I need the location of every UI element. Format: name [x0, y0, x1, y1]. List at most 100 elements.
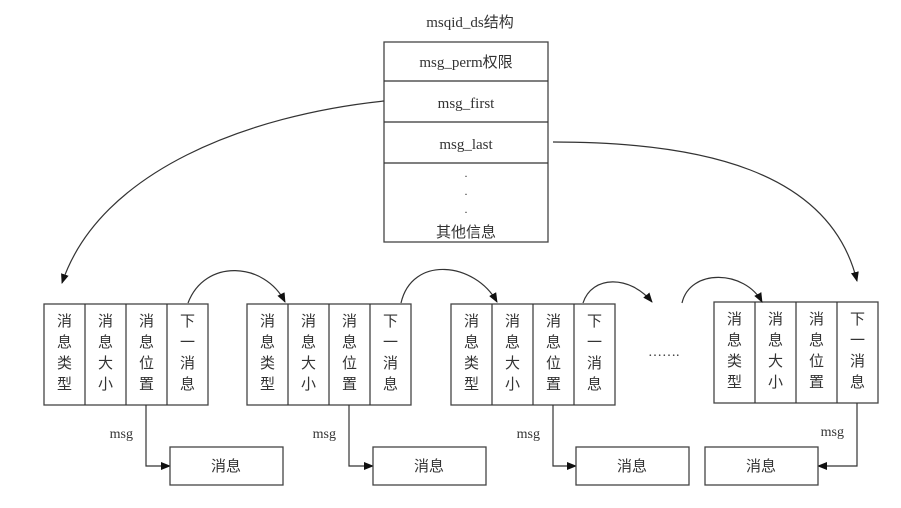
node-cell-char: 大	[301, 355, 316, 372]
field-msg-perm: msg_perm权限	[419, 54, 512, 71]
node-cell-char: 置	[546, 377, 561, 393]
node-cell-char: 息	[850, 374, 865, 391]
node-cell-char: 大	[98, 355, 113, 372]
ellipsis: …….	[648, 345, 680, 360]
node-cell-char: 小	[98, 376, 113, 393]
node-cell-char: 下	[383, 314, 398, 330]
node-cell-char: 息	[587, 376, 602, 393]
node-cell-char: 消	[260, 313, 275, 330]
next-arrow	[681, 276, 763, 304]
node-cell-char: 消	[505, 313, 520, 330]
next-arrow	[400, 268, 498, 304]
node-cell-char: 位	[342, 355, 357, 372]
msg-last-arrow	[552, 141, 859, 282]
msg-pointer-arrow	[552, 405, 577, 470]
node-cell-char: 型	[464, 376, 479, 393]
node-cell-char: 一	[383, 335, 398, 351]
node-cell-char: 消	[98, 313, 113, 330]
message-label: 消息	[414, 458, 444, 475]
node-cell-char: 下	[587, 314, 602, 330]
node-cell-char: 息	[727, 332, 742, 349]
node-cell-char: 大	[505, 355, 520, 372]
node-cell-char: 一	[180, 335, 195, 351]
node-cell-char: 类	[260, 355, 275, 372]
field-msg-first: msg_first	[438, 96, 496, 112]
dot: ·	[464, 187, 468, 201]
msg-label: msg	[110, 427, 133, 442]
message-box	[372, 446, 487, 486]
msg-label: msg	[517, 427, 540, 442]
dot: ·	[464, 169, 468, 183]
msg-label: msg	[821, 425, 844, 440]
node-cell-char: 消	[383, 355, 398, 372]
node-cell-char: 息	[57, 334, 72, 351]
node-cell-char: 息	[139, 334, 154, 351]
node-cell-char: 大	[768, 353, 783, 370]
node-cell-char: 息	[809, 332, 824, 349]
message-label: 消息	[211, 458, 241, 475]
message-box	[169, 446, 284, 486]
struct-box	[383, 41, 549, 243]
node-cell-char: 置	[342, 377, 357, 393]
node-cell-char: 置	[809, 375, 824, 391]
field-msg-last: msg_last	[439, 137, 493, 153]
node-cell-char: 型	[57, 376, 72, 393]
node-cell-char: 息	[260, 334, 275, 351]
msqid-ds-struct: msqid_ds结构 msg_perm权限 msg_first msg_last…	[383, 14, 549, 243]
node-cell-char: 消	[727, 311, 742, 328]
node-cell-char: 类	[57, 355, 72, 372]
struct-title: msqid_ds结构	[426, 14, 514, 31]
node-cell-char: 息	[464, 334, 479, 351]
node-cell-char: 位	[546, 355, 561, 372]
message-box	[575, 446, 690, 486]
node-cell-char: 消	[342, 313, 357, 330]
node-cell-char: 类	[727, 353, 742, 370]
node-cell-char: 下	[180, 314, 195, 330]
node-cell-char: 消	[546, 313, 561, 330]
dot: ·	[464, 205, 468, 219]
node-cell-char: 消	[301, 313, 316, 330]
message-label: 消息	[746, 458, 776, 475]
node-cell-char: 息	[301, 334, 316, 351]
node-cell-char: 息	[98, 334, 113, 351]
node-cell-char: 息	[768, 332, 783, 349]
node-cell-char: 息	[505, 334, 520, 351]
node-cell-char: 消	[587, 355, 602, 372]
msg-label: msg	[313, 427, 336, 442]
node-cell-char: 消	[57, 313, 72, 330]
message-label: 消息	[617, 458, 647, 475]
node-cell-char: 小	[768, 374, 783, 391]
node-cell-char: 消	[850, 353, 865, 370]
node-cell-char: 息	[180, 376, 195, 393]
message-box	[704, 446, 819, 486]
node-cell-char: 息	[383, 376, 398, 393]
msg-first-arrow	[61, 100, 385, 284]
msg-pointer-arrow	[348, 405, 374, 470]
node-cell-char: 消	[464, 313, 479, 330]
msg-pointer-arrow	[145, 405, 171, 470]
field-other-info: 其他信息	[436, 224, 496, 241]
node-cell-char: 一	[587, 335, 602, 351]
node-cell-char: 消	[768, 311, 783, 328]
node-cell-char: 类	[464, 355, 479, 372]
node-cell-char: 息	[546, 334, 561, 351]
node-cell-char: 型	[727, 374, 742, 391]
node-cell-char: 位	[809, 353, 824, 370]
next-arrow	[582, 281, 653, 304]
message-nodes: 消息类型消息大小消息位置下一消息msg消息消息类型消息大小消息位置下一消息msg…	[43, 301, 879, 486]
node-cell-char: 消	[180, 355, 195, 372]
msg-pointer-arrow	[817, 403, 858, 470]
node-cell-char: 小	[301, 376, 316, 393]
node-cell-char: 一	[850, 333, 865, 349]
node-cell-char: 置	[139, 377, 154, 393]
node-cell-char: 位	[139, 355, 154, 372]
node-cell-char: 消	[809, 311, 824, 328]
next-arrow	[187, 270, 286, 304]
node-cell-char: 小	[505, 376, 520, 393]
node-cell-char: 下	[850, 312, 865, 328]
